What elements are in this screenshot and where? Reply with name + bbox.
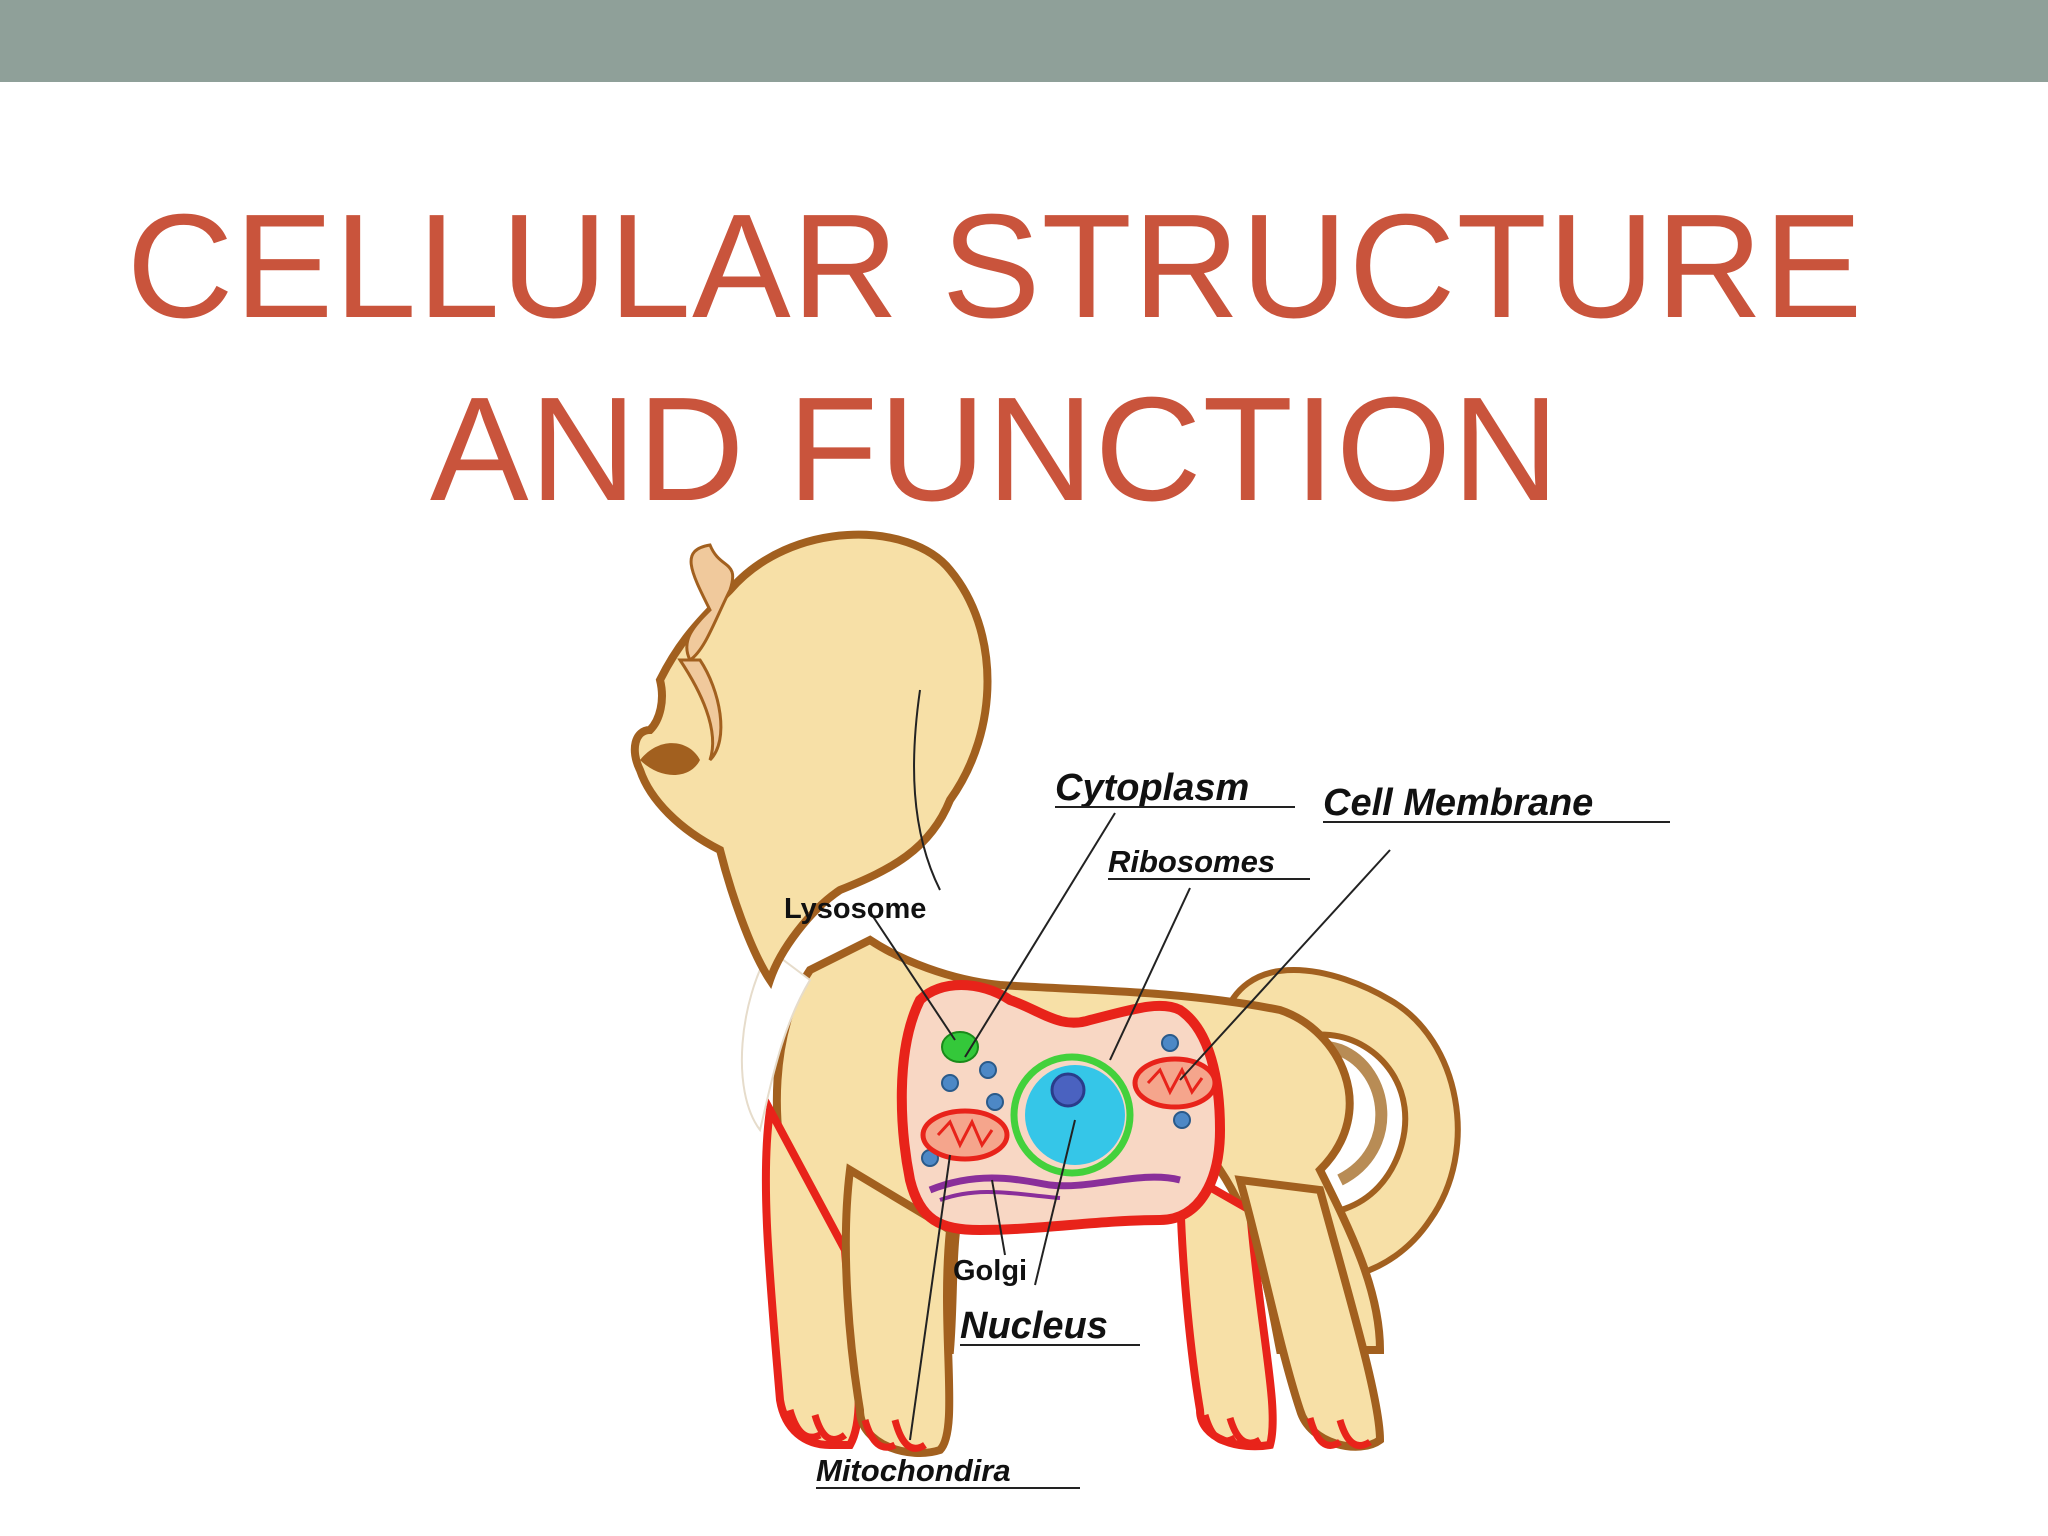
leader-lines	[869, 812, 1391, 1441]
dog-cell-diagram: Cytoplasm Cell Membrane Ribosomes Lysoso…	[620, 530, 1780, 1536]
label-golgi: Golgi	[953, 1255, 1027, 1287]
ribosome-dot	[986, 1093, 1004, 1111]
ribosome-dot	[1161, 1034, 1179, 1052]
nucleus-shape	[1025, 1065, 1125, 1165]
title-line-1: CELLULAR STRUCTURE	[126, 184, 1864, 349]
ribosome-dot	[979, 1061, 997, 1079]
mitochondrion-left	[920, 1108, 1010, 1162]
slide-title: CELLULAR STRUCTURE AND FUNCTION	[0, 175, 1990, 541]
top-bar	[0, 0, 2048, 82]
golgi-shape	[928, 1173, 1181, 1194]
mitochondrion-right	[1132, 1056, 1218, 1110]
title-line-2: AND FUNCTION	[429, 367, 1561, 532]
dog-legs	[761, 1097, 1385, 1458]
dog-head	[630, 530, 992, 990]
label-lysosome: Lysosome	[784, 893, 926, 925]
label-ribosomes: Ribosomes	[1108, 844, 1275, 879]
label-mitochondira: Mitochondira	[816, 1453, 1011, 1488]
label-cell-membrane: Cell Membrane	[1323, 782, 1593, 824]
label-nucleus: Nucleus	[960, 1305, 1108, 1347]
ribosome-dot	[1173, 1111, 1191, 1129]
nucleolus-shape	[1050, 1072, 1086, 1108]
cell	[896, 980, 1226, 1236]
ribosome-dot	[941, 1074, 959, 1092]
nuclear-envelope	[1010, 1053, 1134, 1177]
label-cytoplasm: Cytoplasm	[1055, 767, 1249, 809]
lysosome-shape	[941, 1031, 979, 1063]
